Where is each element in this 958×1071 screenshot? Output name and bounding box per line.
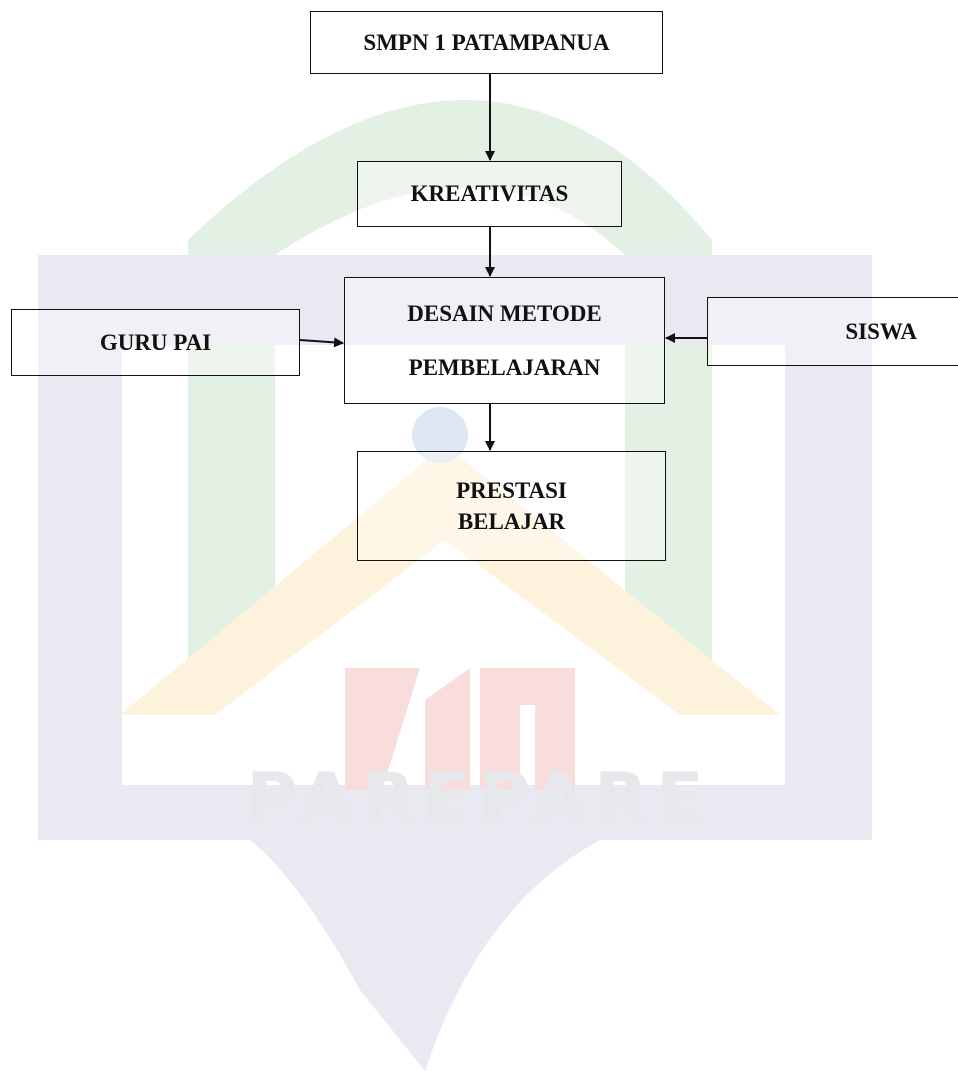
creativity-box: KREATIVITAS — [357, 161, 622, 227]
arrow-teacher-to-design — [299, 337, 344, 348]
watermark-green-arch — [188, 100, 712, 665]
student-box: SISWA — [707, 297, 958, 366]
design-box: DESAIN METODE PEMBELAJARAN — [344, 277, 665, 404]
achievement-label-line1: PRESTASI — [456, 477, 567, 503]
student-label: SISWA — [845, 318, 917, 344]
creativity-label: KREATIVITAS — [410, 181, 569, 207]
achievement-box: PRESTASI BELAJAR — [357, 451, 666, 561]
watermark-yellow-roof — [120, 445, 780, 715]
achievement-label-line2: BELAJAR — [457, 509, 566, 534]
teacher-box: GURU PAI — [11, 309, 300, 376]
watermark-blue-frame — [38, 255, 872, 1071]
teacher-label: GURU PAI — [99, 329, 212, 355]
watermark-emblem-circle — [412, 407, 468, 463]
watermark-red-logo — [345, 668, 575, 790]
watermark-text: PAREPARE — [246, 758, 712, 840]
school-box: SMPN 1 PATAMPANUA — [310, 11, 663, 74]
design-label-line2: PEMBELAJARAN — [408, 355, 601, 381]
school-label: SMPN 1 PATAMPANUA — [363, 29, 610, 55]
design-label-line1: DESAIN METODE — [407, 300, 602, 326]
